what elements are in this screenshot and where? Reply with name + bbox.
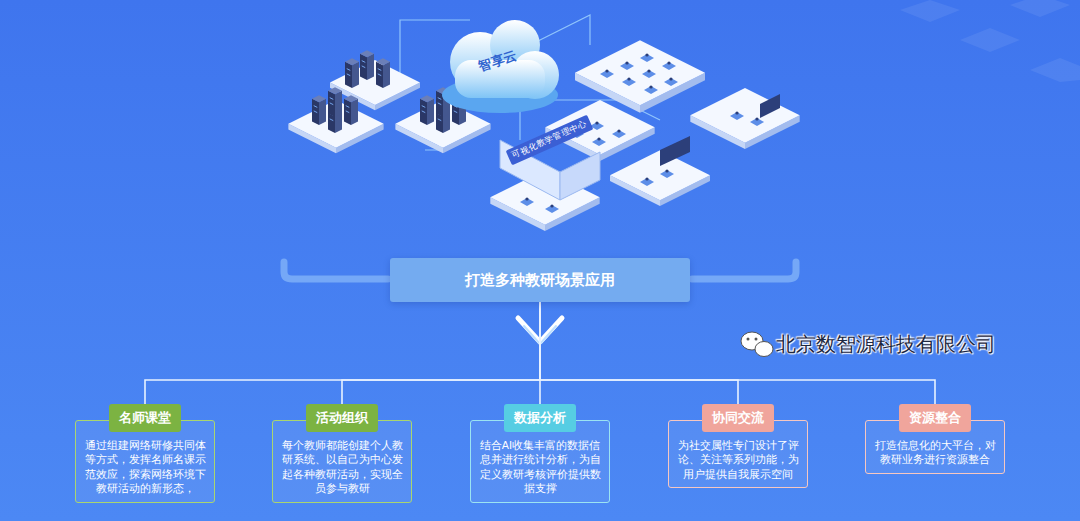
feature-card: 资源整合打造信息化的大平台，对教研业务进行资源整合 (865, 404, 1005, 474)
card-heading: 活动组织 (306, 404, 378, 432)
tree-connector (539, 302, 541, 404)
feature-card: 名师课堂通过组建网络研修共同体等方式，发挥名师名课示范效应，探索网络环境下教研活… (75, 404, 215, 503)
tree-connector (540, 302, 738, 404)
card-heading: 数据分析 (504, 404, 576, 432)
card-body: 通过组建网络研修共同体等方式，发挥名师名课示范效应，探索网络环境下教研活动的新形… (75, 420, 215, 503)
card-heading: 名师课堂 (109, 404, 181, 432)
tree-connector (145, 302, 540, 404)
card-heading: 资源整合 (899, 404, 971, 432)
card-heading: 协同交流 (702, 404, 774, 432)
feature-card: 活动组织每个教师都能创建个人教研系统、以自己为中心发起各种教研活动，实现全员参与… (272, 404, 412, 503)
feature-card: 协同交流为社交属性专门设计了评论、关注等系列功能，为用户提供自我展示空间 (668, 404, 808, 488)
tree-connector (342, 302, 540, 404)
center-tag: 可视化教学管理中心 (506, 115, 594, 166)
feature-card: 数据分析结合AI收集丰富的数据信息并进行统计分析，为自定义教研考核评价提供数据支… (470, 404, 610, 503)
banner-title: 打造多种教研场景应用 (465, 271, 615, 290)
watermark: 北京数智源科技有限公司 (776, 331, 996, 358)
cloud-label: 智享云 (476, 46, 519, 75)
card-body: 结合AI收集丰富的数据信息并进行统计分析，为自定义教研考核评价提供数据支撑 (470, 420, 610, 503)
scene-banner: 打造多种教研场景应用 (390, 258, 690, 302)
card-body: 每个教师都能创建个人教研系统、以自己为中心发起各种教研活动，实现全员参与教研 (272, 420, 412, 503)
